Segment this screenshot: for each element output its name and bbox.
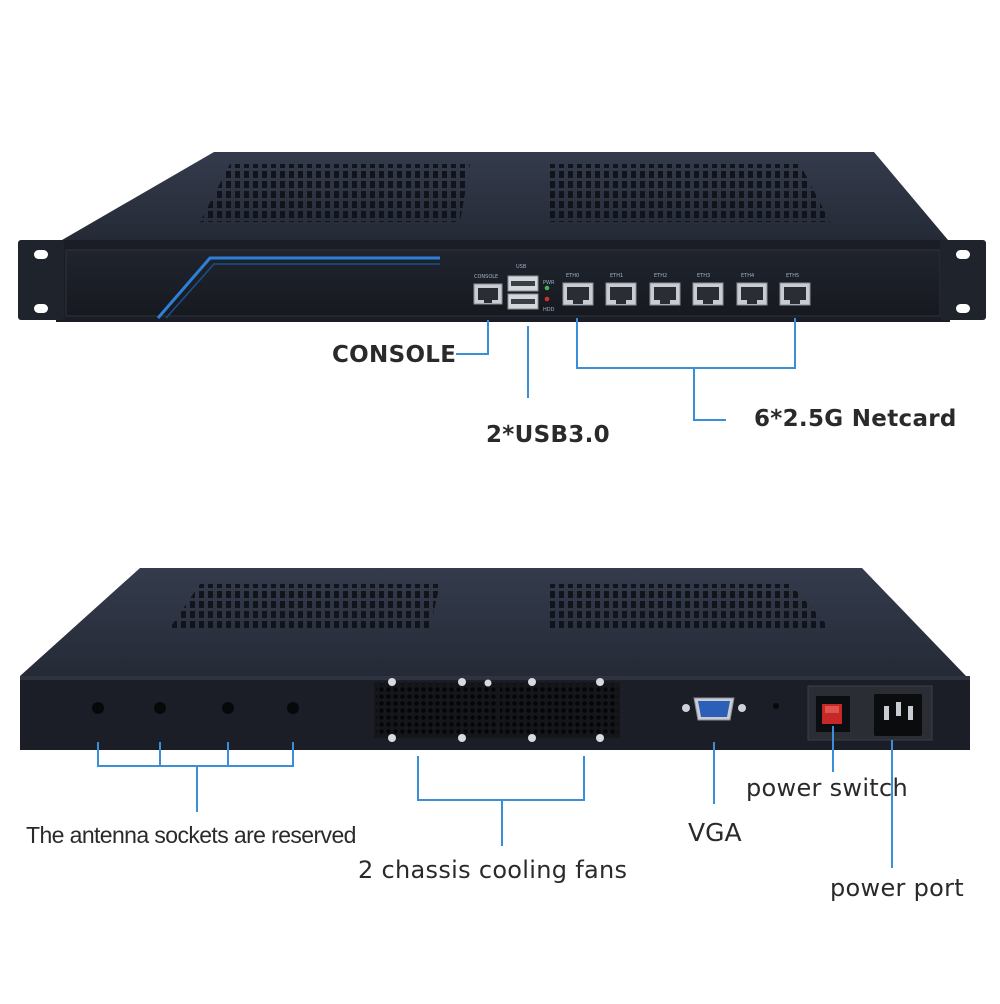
front-chassis: CONSOLE USB PWR HDD ETH0 ETH1: [18, 152, 986, 322]
front-rack-ear-left: [18, 240, 64, 320]
eth-port-3[interactable]: ETH3: [692, 273, 724, 306]
front-callout-lines: [456, 318, 796, 421]
fans-callout-bracket: [417, 756, 585, 801]
cooling-fan-2: [500, 684, 618, 736]
hdd-led: [544, 296, 550, 302]
fan-screws: [388, 678, 604, 742]
antenna-socket-3: [222, 702, 234, 714]
eth-port-4-label: ETH4: [741, 273, 754, 279]
antenna-socket-1: [92, 702, 104, 714]
eth-port-4[interactable]: ETH4: [736, 273, 768, 306]
front-vent-right: [548, 164, 830, 222]
power-port-callout-label: power port: [830, 874, 965, 902]
cooling-fan-1: [376, 684, 496, 736]
front-accent-stripe: [156, 256, 440, 319]
usb-ports[interactable]: [507, 275, 539, 310]
eth-port-0[interactable]: ETH0: [562, 273, 594, 306]
eth-port-5-label: ETH5: [786, 273, 799, 279]
antenna-socket-4: [287, 702, 299, 714]
netcard-callout-bracket: [576, 318, 796, 369]
antenna-callout-label: The antenna sockets are reserved: [26, 822, 356, 848]
rear-vent-left: [170, 584, 440, 628]
front-accent-stripe-shadow: [165, 263, 440, 319]
power-port[interactable]: [874, 694, 922, 736]
fans-callout-label: 2 chassis cooling fans: [358, 856, 628, 884]
eth-port-2[interactable]: ETH2: [649, 273, 681, 306]
eth-port-5[interactable]: ETH5: [779, 273, 811, 306]
pwr-led-label: PWR: [543, 280, 555, 286]
rear-chassis: [20, 568, 970, 750]
eth-port-1-label: ETH1: [610, 273, 623, 279]
vga-port[interactable]: [682, 697, 746, 721]
eth-port-2-label: ETH2: [654, 273, 667, 279]
rear-vent-right: [548, 584, 830, 628]
antenna-socket-2: [154, 702, 166, 714]
usb-callout-label: 2*USB3.0: [486, 422, 610, 448]
vga-callout-label: VGA: [688, 818, 742, 847]
rear-screw-hole: [773, 703, 779, 709]
eth-port-1[interactable]: ETH1: [605, 273, 637, 306]
front-rack-ear-right: [940, 240, 986, 320]
power-switch-callout-label: power switch: [746, 774, 909, 802]
netcard-callout-label: 6*2.5G Netcard: [754, 406, 957, 432]
netcard-callout-line: [693, 368, 726, 421]
pwr-led: [544, 285, 550, 291]
status-leds: PWR HDD: [543, 280, 555, 313]
console-port[interactable]: [473, 283, 503, 305]
rear-callout-lines: [97, 726, 893, 868]
console-callout-line: [456, 320, 489, 355]
eth-port-3-label: ETH3: [697, 273, 710, 279]
hdd-led-label: HDD: [543, 307, 555, 313]
console-callout-label: CONSOLE: [332, 342, 457, 368]
front-vent-left: [200, 164, 470, 222]
antenna-callout-bracket: [97, 742, 294, 767]
console-port-label: CONSOLE: [474, 274, 498, 280]
eth-port-0-label: ETH0: [566, 273, 579, 279]
usb-port-label: USB: [516, 264, 527, 270]
